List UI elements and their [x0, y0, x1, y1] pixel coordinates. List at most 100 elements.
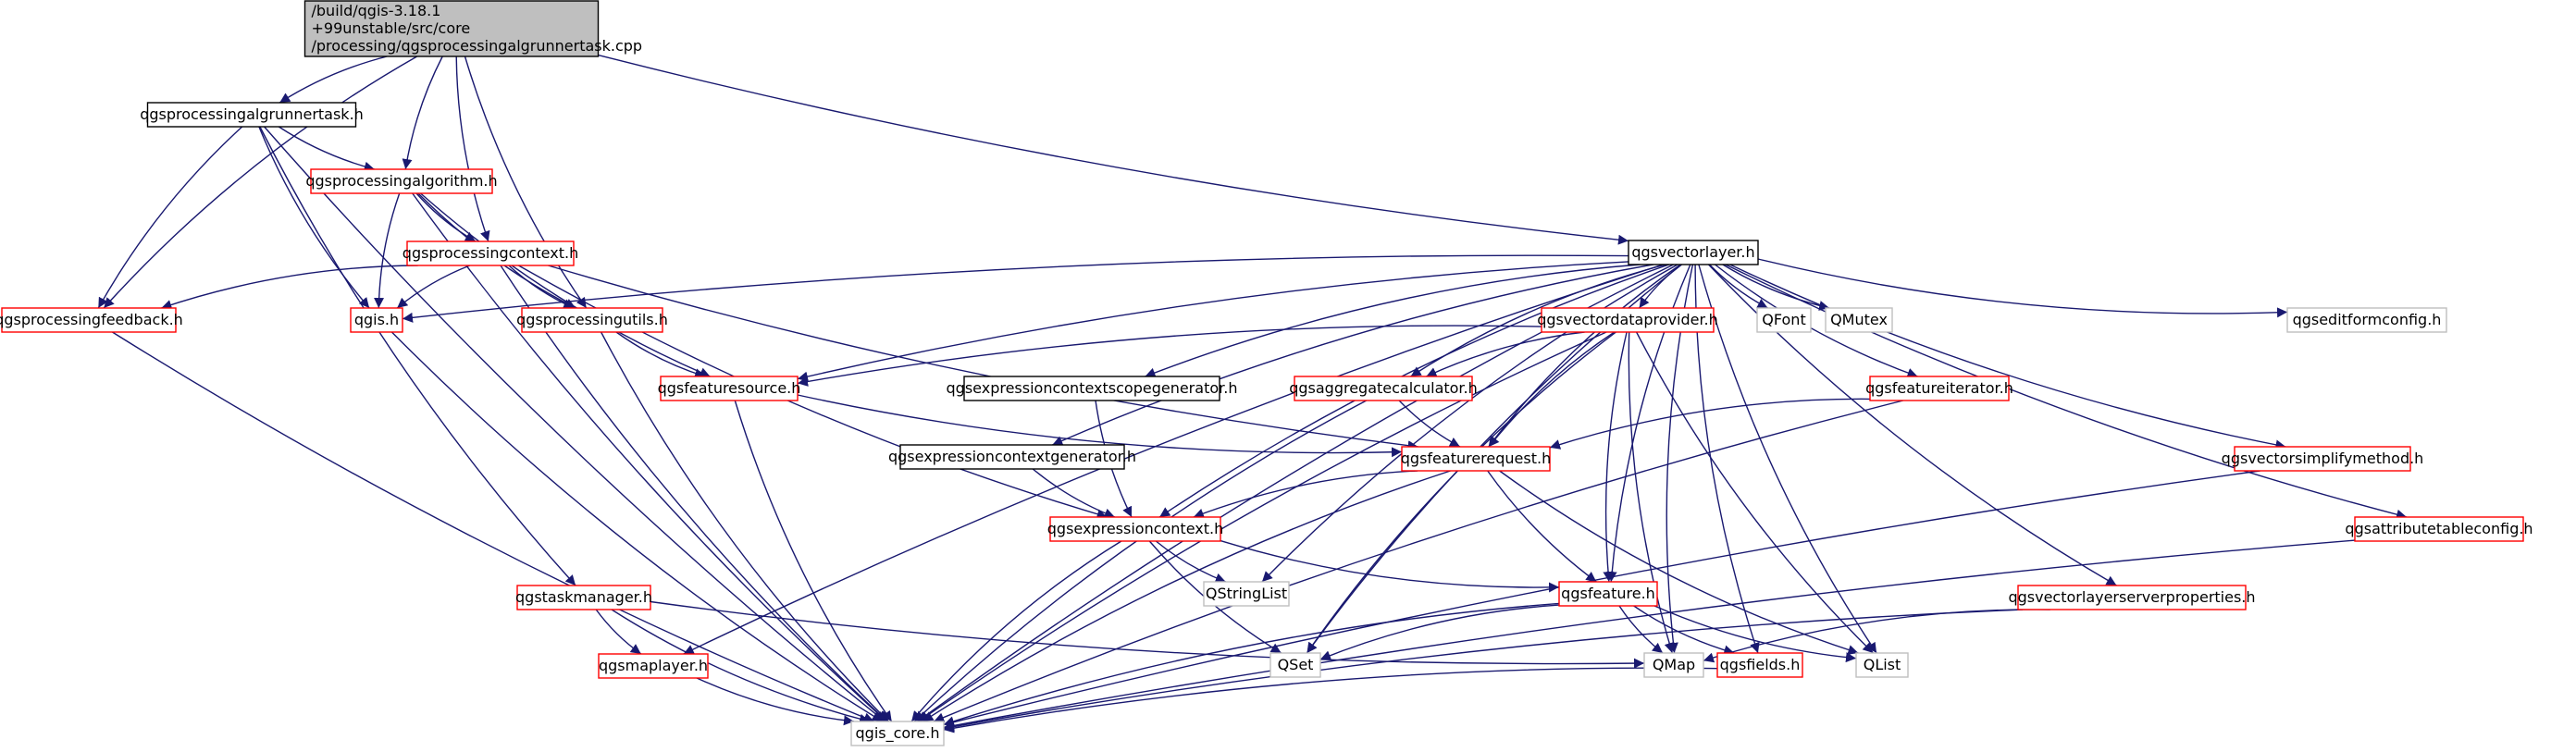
node-label: qgsvectorsimplifymethod.h	[2222, 450, 2424, 467]
node-qgsfeaturerequest[interactable]: qgsfeaturerequest.h	[1401, 446, 1551, 472]
edge-qgsvectordataprovider-to-QMap	[1628, 331, 1675, 654]
node-qgsvectorlayer[interactable]: qgsvectorlayer.h	[1628, 240, 1759, 265]
node-box	[303, 0, 600, 57]
node-label: qgsexpressioncontextscopegenerator.h	[947, 379, 1238, 397]
edge-qgsvectordataprovider-to-qgsfeaturerequest	[1488, 331, 1616, 448]
edge-qgsfeature-to-qgsfields	[1633, 605, 1735, 656]
node-label: /processing/qgsprocessingalgrunnertask.c…	[312, 37, 643, 55]
node-qgsexpressioncontextgenerator[interactable]: qgsexpressioncontextgenerator.h	[888, 444, 1136, 470]
node-box	[660, 376, 799, 401]
node-label: QList	[1864, 656, 1901, 673]
node-qgsmaplayer[interactable]: qgsmaplayer.h	[598, 653, 709, 679]
edge-qgsprocessingalgrunnertask-to-qgis_core	[264, 126, 886, 722]
edge-qgsattributetableconfig-to-qgis_core	[943, 539, 2356, 731]
edge-qgsprocessingfeedback-to-qgis_core	[112, 331, 874, 722]
node-qgsprocessingcontext[interactable]: qgsprocessingcontext.h	[402, 240, 578, 266]
edge-qgsvectorlayer-to-QList	[1698, 264, 1877, 654]
node-QFont[interactable]: QFont	[1756, 307, 1812, 333]
edge-qgsvectorlayer-to-qgsvectorsimplifymethod	[1729, 264, 2286, 450]
edge-qgsvectorlayer-to-qgsfeatureiterator	[1715, 264, 1918, 378]
node-qgsexpressioncontext[interactable]: qgsexpressioncontext.h	[1047, 516, 1223, 542]
node-qgsfeature[interactable]: qgsfeature.h	[1558, 581, 1658, 607]
node-qgis_core[interactable]: qgis_core.h	[850, 721, 945, 746]
node-label: qgsfeatureiterator.h	[1865, 379, 2013, 397]
node-box	[521, 307, 663, 333]
node-qgsvectorlayerserverproperties[interactable]: qgsvectorlayerserverproperties.h	[2008, 585, 2256, 610]
node-root[interactable]: /build/qgis-3.18.1+99unstable/src/core/p…	[303, 0, 643, 57]
edge-root-to-qgsprocessingalgorithm	[402, 55, 443, 170]
node-box	[1, 307, 177, 333]
node-qgstaskmanager[interactable]: qgstaskmanager.h	[515, 585, 652, 610]
node-label: qgsprocessingutils.h	[516, 311, 668, 328]
node-label: qgsaggregatecalculator.h	[1289, 379, 1478, 397]
node-QMutex[interactable]: QMutex	[1825, 307, 1893, 333]
edge-root-to-qgsprocessingalgrunnertask	[279, 55, 388, 104]
node-box	[1855, 652, 1909, 678]
edge-qgsvectorlayer-to-qgsfeaturesource	[797, 261, 1629, 382]
edge-qgsprocessingutils-to-qgsfeaturesource	[615, 331, 706, 378]
node-QStringList[interactable]: QStringList	[1203, 581, 1290, 607]
node-qgsexpressioncontextscopegenerator[interactable]: qgsexpressioncontextscopegenerator.h	[947, 376, 1238, 401]
edge-qgsvectorlayer-to-qgsattributetableconfig	[1725, 264, 2408, 520]
edge-qgsfields-to-qgis_core	[943, 667, 1718, 734]
edge-qgsaggregatecalculator-to-qgsfeaturerequest	[1398, 400, 1461, 448]
node-label: qgsattributetableconfig.h	[2345, 520, 2533, 537]
node-label: qgsexpressioncontext.h	[1047, 520, 1223, 537]
node-qgsaggregatecalculator[interactable]: qgsaggregatecalculator.h	[1289, 376, 1478, 401]
edge-qgsfeaturesource-to-qgis_core	[734, 400, 893, 722]
node-label: /build/qgis-3.18.1	[312, 2, 441, 19]
edge-qgsexpressioncontext-to-QStringList	[1155, 540, 1226, 584]
node-qgis[interactable]: qgis.h	[350, 307, 403, 333]
node-QMap[interactable]: QMap	[1643, 652, 1704, 678]
node-label: QFont	[1762, 311, 1805, 328]
node-qgsvectorsimplifymethod[interactable]: qgsvectorsimplifymethod.h	[2222, 446, 2424, 472]
edge-qgsfeatureiterator-to-qgsfeaturerequest	[1549, 398, 1871, 450]
node-qgseditformconfig[interactable]: qgseditformconfig.h	[2286, 307, 2447, 333]
node-qgsfeaturesource[interactable]: qgsfeaturesource.h	[658, 376, 801, 401]
edge-qgsaggregatecalculator-to-qgis_core	[913, 400, 1368, 722]
node-qgsvectordataprovider[interactable]: qgsvectordataprovider.h	[1537, 307, 1718, 333]
node-box	[516, 585, 651, 610]
node-label: qgsvectorlayer.h	[1631, 243, 1754, 261]
edge-qgsvectorlayer-to-qgsexpressioncontext	[1158, 264, 1670, 518]
edge-qgsvectordataprovider-to-qgis_core	[918, 331, 1607, 722]
node-qgsprocessingalgorithm[interactable]: qgsprocessingalgorithm.h	[305, 168, 498, 194]
node-qgsprocessingfeedback[interactable]: qgsprocessingfeedback.h	[0, 307, 183, 333]
node-qgsfeatureiterator[interactable]: qgsfeatureiterator.h	[1865, 376, 2013, 401]
node-label: qgis.h	[354, 311, 399, 328]
edge-qgsprocessingalgrunnertask-to-qgsprocessingfeedback	[97, 126, 243, 309]
node-box	[598, 653, 709, 679]
edge-qgsvectorlayer-to-QFont	[1708, 264, 1768, 309]
edge-qgsvectorlayer-to-QMutex	[1722, 264, 1830, 311]
node-label: qgsvectordataprovider.h	[1537, 311, 1718, 328]
edge-qgsfeaturerequest-to-qgsfeature	[1487, 470, 1597, 583]
node-qgsfields[interactable]: qgsfields.h	[1716, 652, 1803, 678]
edge-qgsvectordataprovider-to-QSet	[1306, 331, 1616, 654]
edge-qgsfeaturerequest-to-qgis_core	[923, 470, 1451, 722]
edge-qgsvectorlayer-to-qgsfeature	[1606, 264, 1691, 583]
node-qgsprocessingalgrunnertask[interactable]: qgsprocessingalgrunnertask.h	[140, 102, 364, 128]
node-qgsattributetableconfig[interactable]: qgsattributetableconfig.h	[2345, 516, 2533, 542]
node-label: qgsprocessingfeedback.h	[0, 311, 183, 328]
edge-root-to-qgsvectorlayer	[598, 54, 1629, 245]
edge-qgsprocessingalgorithm-to-qgis_core	[412, 192, 887, 722]
node-box	[2017, 585, 2247, 610]
edge-qgsvectorsimplifymethod-to-qgis_core	[943, 470, 2260, 728]
edge-qgsprocessingcontext-to-qgsfeaturerequest	[548, 265, 1418, 451]
node-QSet[interactable]: QSet	[1269, 652, 1321, 678]
edge-qgsprocessingcontext-to-qgsprocessingutils	[508, 265, 575, 309]
node-label: +99unstable/src/core	[312, 19, 471, 37]
node-box	[963, 376, 1220, 401]
edge-qgsprocessingcontext-to-qgsprocessingfeedback	[161, 265, 418, 310]
node-qgsprocessingutils[interactable]: qgsprocessingutils.h	[516, 307, 668, 333]
node-box	[850, 721, 945, 746]
edge-qgsvectorlayer-to-qgsexpressioncontextgenerator	[1052, 264, 1653, 446]
edge-qgsvectordataprovider-to-qgsfeaturesource	[797, 325, 1542, 387]
node-QList[interactable]: QList	[1855, 652, 1909, 678]
node-box	[1269, 652, 1321, 678]
edge-qgsprocessingalgrunnertask-to-qgstaskmanager	[259, 126, 576, 586]
node-box	[406, 240, 575, 266]
edge-qgsfeature-to-QList	[1653, 605, 1857, 663]
node-box	[1049, 516, 1221, 542]
